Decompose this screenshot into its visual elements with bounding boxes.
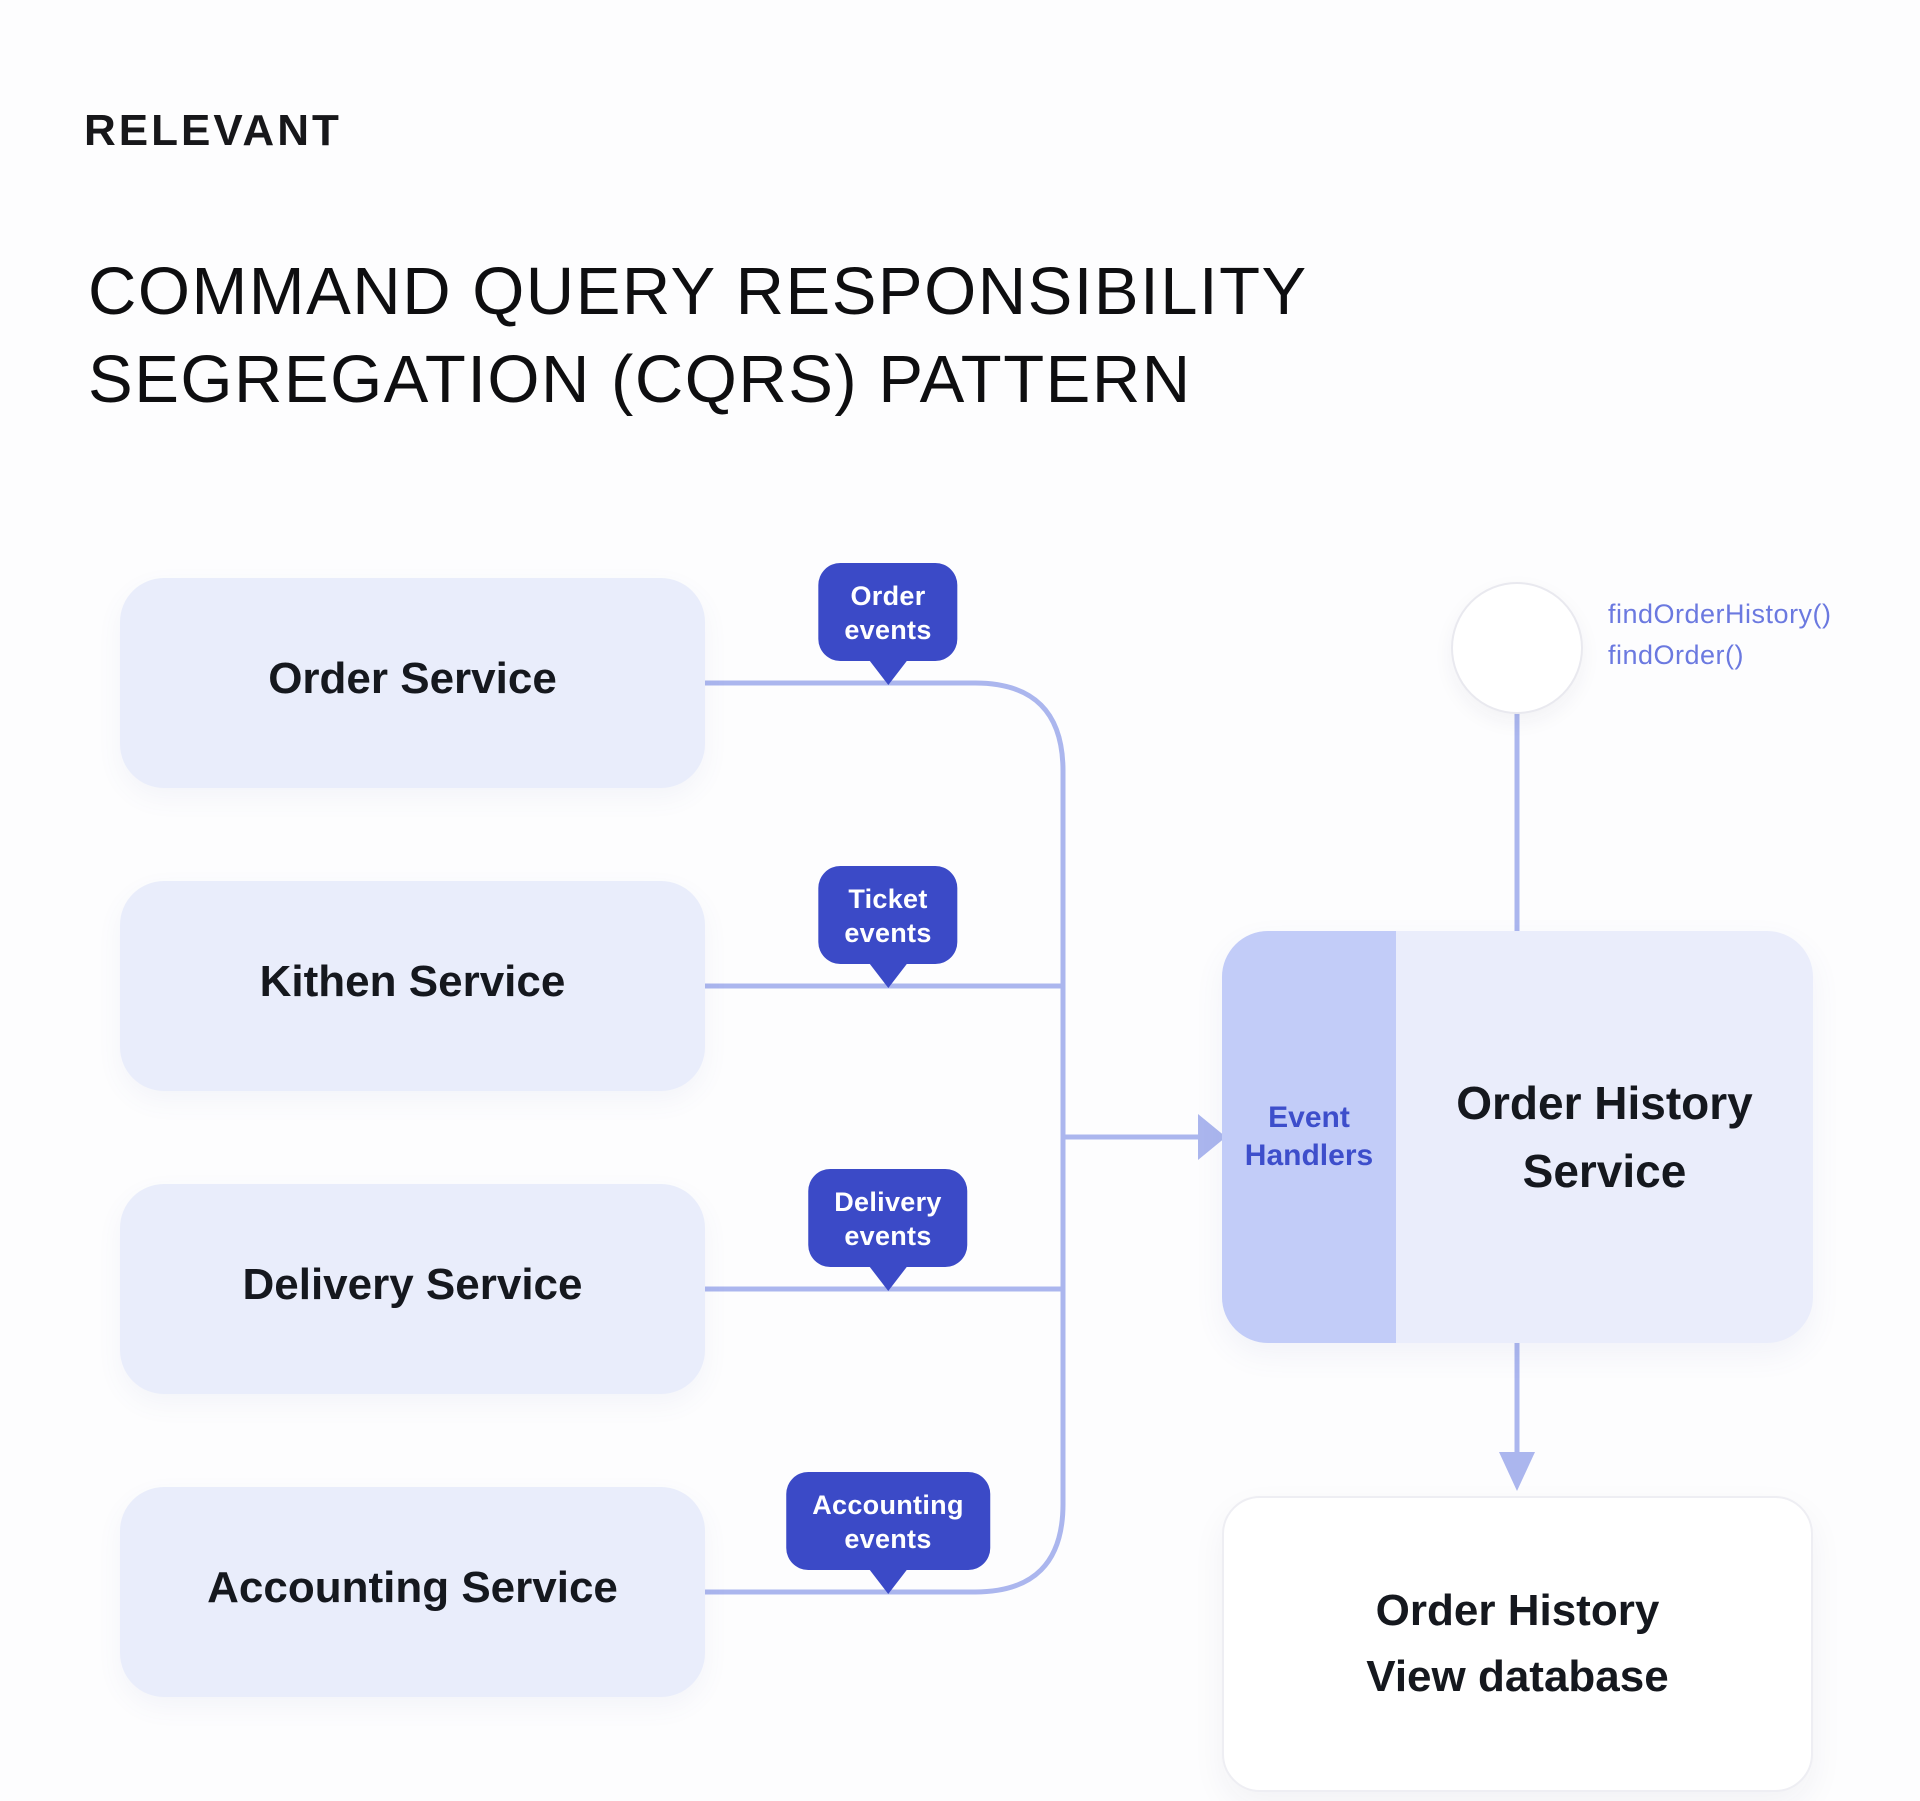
ticket-events-line-1: Ticket xyxy=(848,884,928,914)
order-service-box: Order Service xyxy=(120,578,705,788)
delivery-service-label: Delivery Service xyxy=(242,1260,583,1309)
page-title-line-1: COMMAND QUERY RESPONSIBILITY xyxy=(88,254,1308,329)
query-method-labels: findOrderHistory() findOrder() xyxy=(1608,594,1832,676)
ticket-events-badge: Ticket events xyxy=(818,866,958,988)
delivery-events-badge: Delivery events xyxy=(808,1169,968,1291)
query-entry-circle xyxy=(1451,582,1583,714)
accounting-events-line-1: Accounting xyxy=(812,1490,964,1520)
delivery-events-line-2: events xyxy=(844,1221,932,1251)
brand-logo: RELEVANT xyxy=(84,106,342,155)
database-line-1: Order History xyxy=(1375,1586,1660,1635)
database-line-2: View database xyxy=(1366,1652,1669,1701)
accounting-service-box: Accounting Service xyxy=(120,1487,705,1697)
order-events-badge: Order events xyxy=(818,563,958,685)
ticket-events-line-2: events xyxy=(844,918,932,948)
badge-tail-icon xyxy=(867,659,908,685)
accounting-events-badge: Accounting events xyxy=(786,1472,990,1594)
order-history-service-line-1: Order History xyxy=(1456,1077,1753,1129)
badge-tail-icon xyxy=(868,1568,908,1594)
badge-tail-icon xyxy=(867,962,908,988)
event-handlers-line-1: Event xyxy=(1268,1101,1350,1134)
order-events-line-1: Order xyxy=(850,581,926,611)
event-handlers-panel: Event Handlers xyxy=(1222,931,1396,1343)
order-history-service-line-2: Service xyxy=(1522,1145,1687,1197)
page-title: COMMAND QUERY RESPONSIBILITY SEGREGATION… xyxy=(88,248,1588,424)
accounting-events-line-2: events xyxy=(844,1524,932,1554)
kitchen-service-label: Kithen Service xyxy=(259,957,566,1006)
event-bus-line xyxy=(693,680,1066,1595)
find-order-history-label: findOrderHistory() xyxy=(1608,599,1832,629)
event-handlers-line-2: Handlers xyxy=(1244,1139,1374,1172)
find-order-label: findOrder() xyxy=(1608,640,1745,670)
kitchen-service-box: Kithen Service xyxy=(120,881,705,1091)
order-history-view-database-box: Order History View database xyxy=(1222,1496,1813,1792)
badge-tail-icon xyxy=(867,1265,908,1291)
order-service-label: Order Service xyxy=(268,654,557,703)
arrow-right-icon xyxy=(1198,1114,1226,1160)
delivery-service-box: Delivery Service xyxy=(120,1184,705,1394)
arrow-down-icon xyxy=(1499,1452,1535,1491)
order-history-service-label: Order History Service xyxy=(1396,931,1813,1343)
delivery-events-line-1: Delivery xyxy=(834,1187,942,1217)
accounting-service-label: Accounting Service xyxy=(207,1563,618,1612)
page-title-line-2: SEGREGATION (CQRS) PATTERN xyxy=(88,342,1192,417)
order-events-line-2: events xyxy=(844,615,932,645)
